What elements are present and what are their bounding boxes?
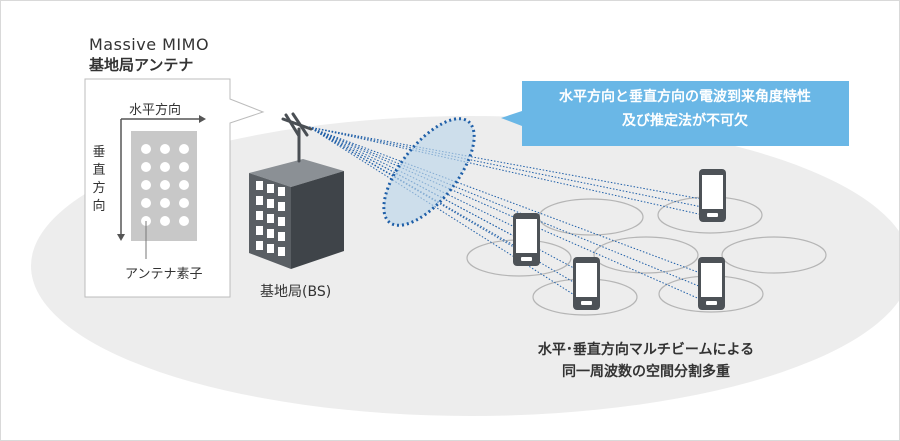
axis-arrows — [117, 115, 206, 241]
callout-text: 水平方向と垂直方向の電波到来角度特性 及び推定法が不可欠 — [523, 85, 847, 133]
callout-line1: 水平方向と垂直方向の電波到来角度特性 — [559, 89, 811, 105]
callout-line2: 及び推定法が不可欠 — [622, 113, 748, 129]
smartphone-icon — [513, 213, 540, 266]
callout-bubble — [501, 81, 849, 146]
caption-line2: 同一周波数の空間分割多重 — [562, 364, 730, 380]
beam-line — [308, 126, 712, 278]
beam-line — [308, 126, 712, 305]
smartphone-icon — [699, 169, 726, 222]
title-line2: 基地局アンテナ — [89, 56, 194, 74]
antenna-mast-icon — [281, 112, 313, 163]
beam-line — [308, 126, 713, 202]
arrival-angle-ellipse — [382, 117, 476, 227]
coverage-ring — [593, 236, 699, 274]
base-station-label: 基地局(BS) — [260, 284, 332, 300]
antenna-elements — [141, 144, 189, 226]
horizontal-direction-label: 水平方向 — [129, 103, 182, 118]
smartphone-icon — [698, 257, 725, 310]
caption: 水平･垂直方向マルチビームによる 同一周波数の空間分割多重 — [511, 339, 781, 383]
vertical-direction-label: 垂直方向 — [92, 145, 106, 214]
base-station-building — [249, 159, 344, 269]
smartphone-icon — [573, 257, 600, 310]
beam-line — [308, 126, 588, 304]
beam-line — [308, 126, 588, 291]
title-line1: Massive MIMO — [89, 35, 210, 54]
beam-line — [308, 126, 713, 218]
coverage-ring — [721, 236, 827, 274]
beam-line — [308, 126, 528, 234]
ground-ellipse — [31, 116, 899, 416]
caption-line1: 水平･垂直方向マルチビームによる — [537, 342, 755, 358]
antenna-element-label: アンテナ素子 — [125, 267, 203, 282]
beam-line — [308, 126, 713, 210]
